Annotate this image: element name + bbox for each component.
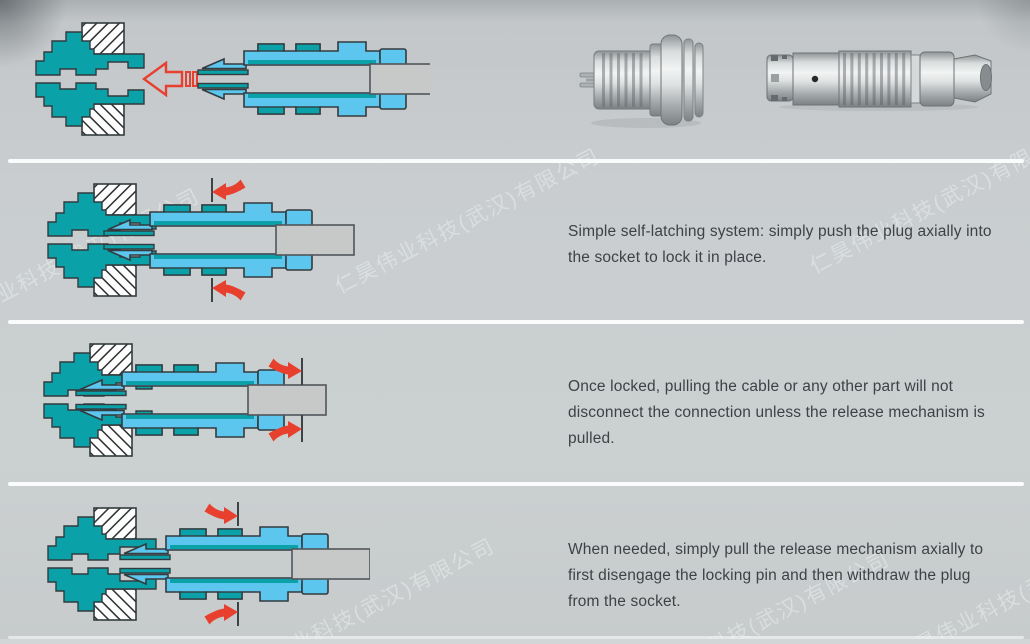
socket-ribs — [602, 53, 643, 107]
top-edge-shade — [0, 0, 1030, 22]
release-arrow-icon — [204, 503, 238, 524]
plug-barrel — [792, 52, 840, 106]
socket-washer — [683, 38, 694, 122]
plug-cross-section — [119, 526, 370, 602]
caption-release: When needed, simply pull the release mec… — [568, 537, 983, 615]
caption-line: disconnect the connection unless the rel… — [568, 404, 985, 421]
section-divider — [8, 320, 1024, 324]
socket-flange-nut — [660, 34, 683, 126]
caption-line: Simple self-latching system: simply push… — [568, 223, 992, 240]
caption-locked: Once locked, pulling the cable or any ot… — [568, 374, 985, 452]
plug-grip-ribbed — [838, 50, 912, 108]
plug-index-dot — [811, 75, 819, 83]
push-arrow-icon — [212, 280, 246, 301]
metal-cable-plug-photo — [766, 50, 992, 111]
bottom-strip — [0, 639, 1030, 644]
diagram-unmated-cross-section — [30, 18, 430, 140]
plug-rear-collar — [919, 51, 955, 107]
plug-front-collar — [766, 54, 794, 102]
socket-washer — [694, 42, 704, 118]
socket-cross-section — [48, 184, 156, 296]
diagram-push-to-latch — [36, 178, 355, 302]
metal-panel-socket-photo — [579, 34, 704, 128]
socket-cross-section — [36, 23, 144, 135]
caption-line: When needed, simply pull the release mec… — [568, 541, 984, 558]
diagram-locked — [36, 338, 327, 462]
plug-strain-relief — [953, 54, 992, 103]
socket-cross-section — [44, 344, 152, 456]
socket-pin — [579, 72, 596, 78]
top-right-vignette — [976, 0, 1030, 54]
section-divider — [8, 482, 1024, 486]
socket-pin — [579, 82, 596, 88]
caption-line: Once locked, pulling the cable or any ot… — [568, 378, 954, 395]
plug-cross-section — [197, 41, 430, 117]
watermark: 仁昊伟业科技(武汉)有限公司 — [331, 144, 604, 299]
socket-cross-section — [48, 508, 156, 620]
caption-push-to-latch: Simple self-latching system: simply push… — [568, 219, 992, 271]
push-arrow-icon — [212, 179, 246, 200]
caption-line: first disengage the locking pin and then… — [568, 567, 971, 584]
caption-line: the socket to lock it in place. — [568, 249, 767, 266]
diagram-release-pull — [36, 502, 370, 626]
release-arrow-icon — [204, 604, 238, 625]
caption-line: from the socket. — [568, 593, 681, 610]
section-divider — [8, 159, 1024, 163]
open-red-arrow-left-icon — [141, 60, 198, 98]
caption-line: pulled. — [568, 430, 615, 447]
plug-cross-section — [103, 202, 355, 278]
bottom-divider — [8, 636, 1024, 639]
